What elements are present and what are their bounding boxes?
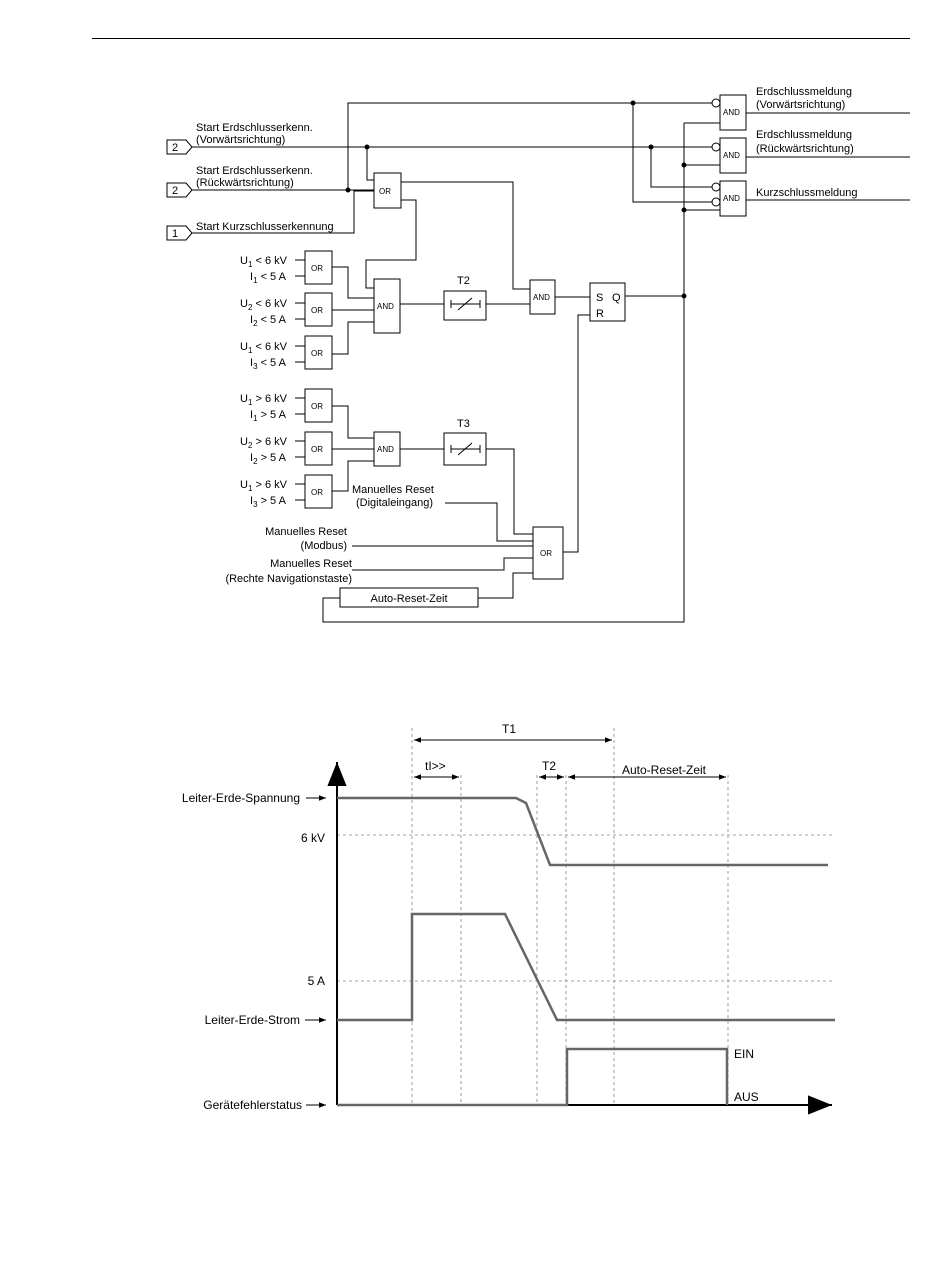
condition-low-2: U2 < 6 kV I2 < 5 A [240, 298, 288, 328]
output-rev-line2: (Rückwärtsrichtung) [756, 143, 854, 155]
input-tag-sc [166, 225, 193, 241]
state-off-label: AUS [734, 1090, 759, 1104]
reset-nav-line1: Manuelles Reset [270, 558, 352, 570]
signal-status-label: Gerätefehlerstatus [203, 1098, 302, 1112]
input-num-fwd: 2 [172, 142, 178, 154]
gate-or-low3 [304, 335, 333, 370]
state-on-label: EIN [734, 1047, 754, 1061]
input-rev-line2: (Rückwärtsrichtung) [196, 177, 294, 189]
svg-text:U1 > 6 kV: U1 > 6 kV [240, 479, 288, 493]
gate-and-out-rev [719, 137, 747, 174]
auto-reset-label: Auto-Reset-Zeit [370, 593, 447, 605]
svg-text:I2 < 5 A: I2 < 5 A [250, 314, 287, 328]
svg-text:I3 < 5 A: I3 < 5 A [250, 357, 287, 371]
or-high3-label: OR [311, 488, 323, 497]
svg-text:I2 > 5 A: I2 > 5 A [250, 452, 287, 466]
signal-current-label: Leiter-Erde-Strom [205, 1013, 300, 1027]
and-out-fwd-label: AND [723, 108, 740, 117]
or-high1-label: OR [311, 402, 323, 411]
auto-reset-box [339, 587, 479, 608]
gate-or-top [373, 172, 402, 209]
level-6kv-label: 6 kV [301, 831, 325, 845]
input-tag-rev [166, 182, 193, 198]
condition-low-3: U1 < 6 kV I3 < 5 A [240, 341, 288, 371]
input-num-sc: 1 [172, 228, 178, 240]
and-mid-label: AND [533, 293, 550, 302]
output-rev-line1: Erdschlussmeldung [756, 129, 852, 141]
sr-q-label: Q [612, 292, 621, 304]
condition-high-3: U1 > 6 kV I3 > 5 A [240, 479, 288, 509]
input-fwd-line2: (Vorwärtsrichtung) [196, 134, 285, 146]
gate-and-low [373, 278, 401, 334]
and-out-sc-label: AND [723, 194, 740, 203]
timer-t3-label: T3 [457, 418, 470, 430]
reset-modbus-line1: Manuelles Reset [265, 526, 347, 538]
t2-label: T2 [542, 759, 556, 773]
svg-text:U1 > 6 kV: U1 > 6 kV [240, 393, 288, 407]
trace-current [337, 912, 835, 1022]
or-high2-label: OR [311, 445, 323, 454]
input-tag-fwd [166, 139, 193, 155]
reset-nav-line2: (Rechte Navigationstaste) [225, 573, 352, 585]
timer-t2 [443, 290, 487, 321]
reset-digital-line2: (Digitaleingang) [356, 497, 433, 509]
and-out-rev-label: AND [723, 151, 740, 160]
sr-s-label: S [596, 292, 603, 304]
svg-text:U2 < 6 kV: U2 < 6 kV [240, 298, 288, 312]
output-sc-label: Kurzschlussmeldung [756, 187, 858, 199]
logic-text: 2 2 1 Start Erdschlusserkenn. (Vorwärtsr… [172, 86, 858, 605]
timer-t2-label: T2 [457, 275, 470, 287]
output-fwd-line2: (Vorwärtsrichtung) [756, 99, 845, 111]
condition-high-1: U1 > 6 kV I1 > 5 A [240, 393, 288, 423]
t1-label: T1 [502, 722, 516, 736]
input-sc-label: Start Kurzschlusserkennung [196, 221, 334, 233]
svg-text:I1 < 5 A: I1 < 5 A [250, 271, 287, 285]
signal-voltage-label: Leiter-Erde-Spannung [182, 791, 300, 805]
svg-text:U2 > 6 kV: U2 > 6 kV [240, 436, 288, 450]
gate-or-reset [532, 526, 564, 580]
or-top-label: OR [379, 187, 391, 196]
and-low-label: AND [377, 302, 394, 311]
input-rev-line1: Start Erdschlusserkenn. [196, 165, 313, 177]
reset-digital-line1: Manuelles Reset [352, 484, 434, 496]
input-fwd-line1: Start Erdschlusserkenn. [196, 122, 313, 134]
or-low1-label: OR [311, 264, 323, 273]
reset-modbus-line2: (Modbus) [301, 540, 347, 552]
gate-and-out-sc [719, 180, 747, 217]
condition-high-2: U2 > 6 kV I2 > 5 A [240, 436, 288, 466]
auto-reset-span-label: Auto-Reset-Zeit [622, 763, 707, 777]
svg-text:I3 > 5 A: I3 > 5 A [250, 495, 287, 509]
svg-text:U1 < 6 kV: U1 < 6 kV [240, 341, 288, 355]
level-5a-label: 5 A [308, 974, 325, 988]
input-num-rev: 2 [172, 185, 178, 197]
trace-voltage [337, 796, 828, 867]
logic-diagram [166, 94, 910, 623]
svg-text:I1 > 5 A: I1 > 5 A [250, 409, 287, 423]
sr-r-label: R [596, 308, 604, 320]
header-rule [92, 38, 910, 39]
ti-label: tI>> [425, 759, 446, 773]
and-high-label: AND [377, 445, 394, 454]
timing-diagram: T1 tI>> T2 Auto-Reset-Zeit Leiter-Erde-S… [182, 722, 835, 1115]
output-fwd-line1: Erdschlussmeldung [756, 86, 852, 98]
svg-text:U1 < 6 kV: U1 < 6 kV [240, 255, 288, 269]
or-low2-label: OR [311, 306, 323, 315]
or-reset-label: OR [540, 549, 552, 558]
trace-status [337, 1047, 729, 1107]
condition-low-1: U1 < 6 kV I1 < 5 A [240, 255, 288, 285]
sr-flipflop [589, 282, 626, 322]
or-low3-label: OR [311, 349, 323, 358]
